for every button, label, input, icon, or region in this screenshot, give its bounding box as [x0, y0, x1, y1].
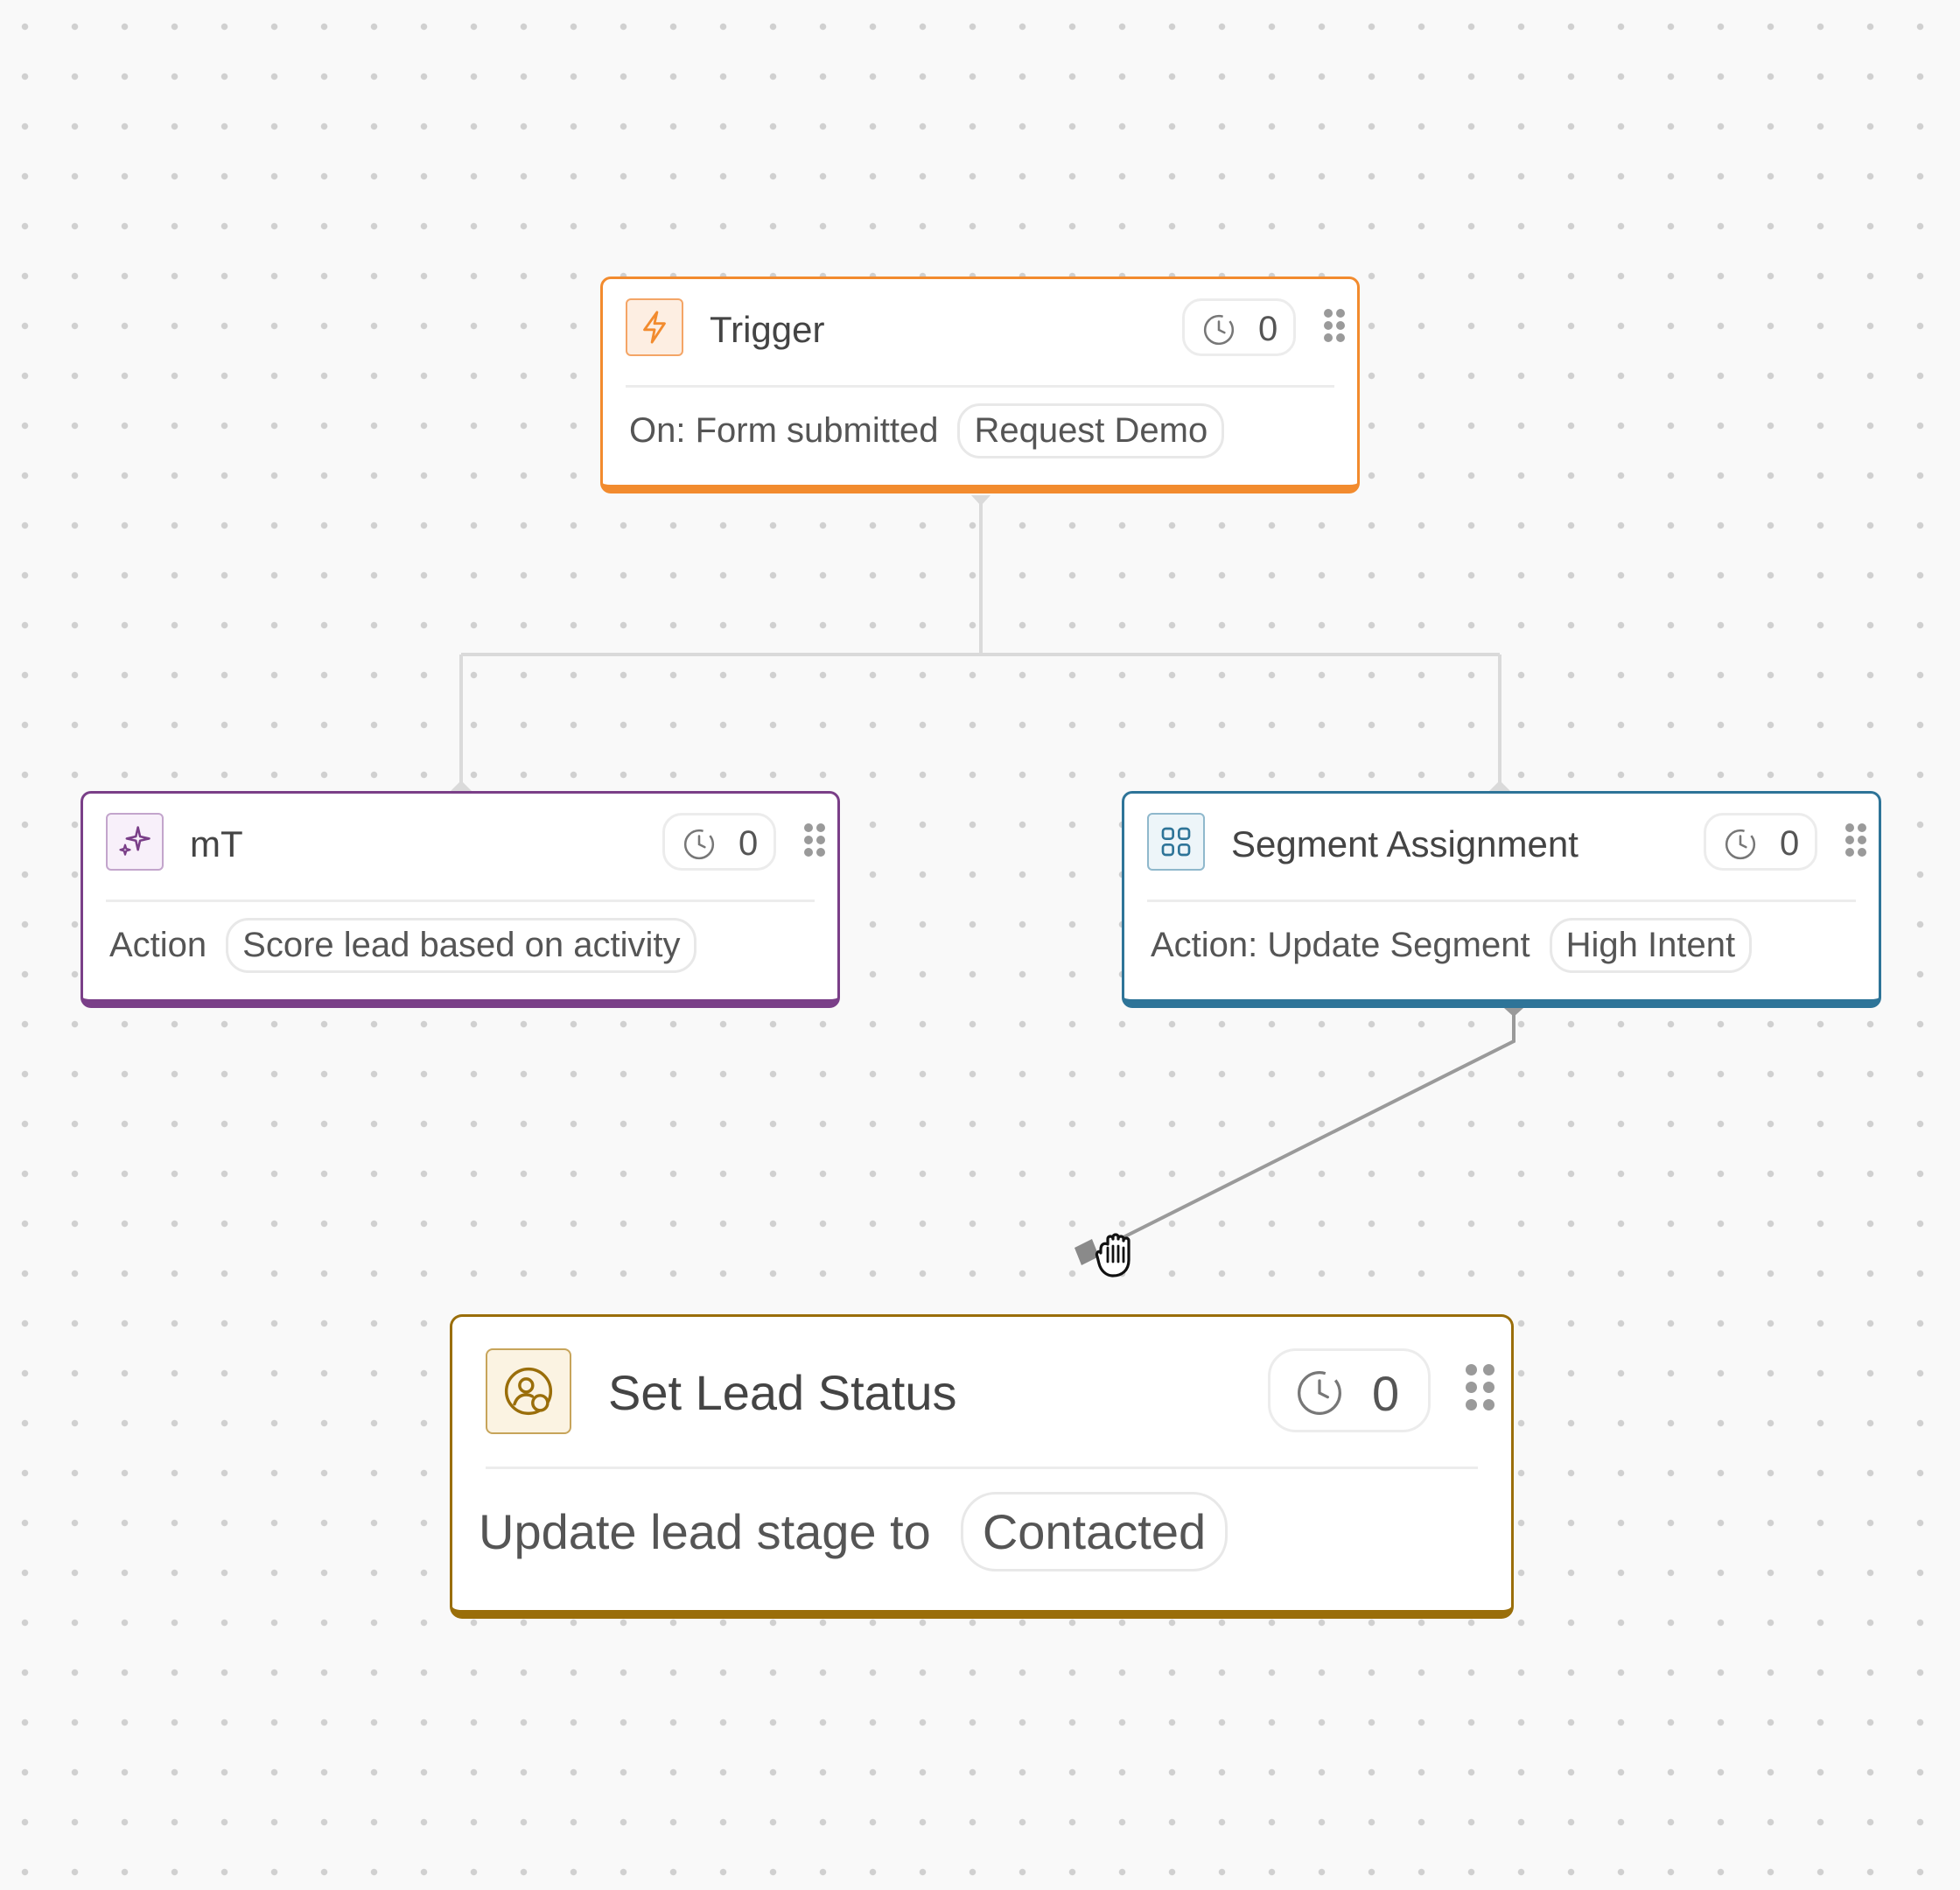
dragging-edge [1112, 1013, 1516, 1244]
value-pill[interactable]: Request Demo [957, 403, 1225, 458]
divider [1147, 900, 1856, 902]
grab-hand-cursor-icon [1095, 1233, 1130, 1278]
value-pill[interactable]: High Intent [1549, 918, 1753, 973]
mt-node[interactable]: mT 0 Action Score lead based on activity [80, 791, 840, 1008]
lightning-bolt-icon [626, 298, 683, 356]
clock-icon [1725, 829, 1756, 860]
segment-output-handle [1504, 1008, 1523, 1017]
divider [626, 385, 1334, 388]
drag-handle-icon[interactable] [1466, 1364, 1495, 1411]
divider [106, 900, 815, 902]
run-count: 0 [1372, 1366, 1400, 1421]
node-title: Set Lead Status [608, 1365, 957, 1420]
run-counter[interactable]: 0 [1704, 813, 1817, 871]
sparkles-icon [106, 813, 164, 871]
value-pill[interactable]: Contacted [960, 1492, 1228, 1572]
set-lead-status-node[interactable]: Set Lead Status 0 Update lead stage to Co… [450, 1314, 1514, 1619]
segment-grid-icon [1147, 813, 1205, 871]
clock-icon [1298, 1371, 1341, 1415]
drag-handle-icon[interactable] [804, 823, 825, 858]
trigger-node[interactable]: Trigger 0 On: Form submitted Request Demo [600, 276, 1360, 494]
mt-input-handle [451, 780, 472, 791]
segment-input-handle [1489, 780, 1510, 791]
node-label: Update lead stage to [479, 1504, 931, 1559]
trigger-output-handle [971, 495, 990, 506]
edge-trigger-to-branches [459, 495, 1502, 782]
run-counter[interactable]: 0 [1268, 1348, 1431, 1432]
drag-handle-icon[interactable] [1845, 823, 1866, 858]
node-label: Action: Update Segment [1151, 926, 1530, 964]
value-pill[interactable]: Score lead based on activity [226, 918, 697, 973]
run-counter[interactable]: 0 [1182, 298, 1296, 356]
node-label: On: Form submitted [629, 411, 939, 450]
node-label: Action [109, 926, 207, 964]
clock-icon [683, 829, 715, 860]
run-count: 0 [738, 824, 759, 863]
node-title: mT [190, 823, 243, 864]
node-title: Segment Assignment [1231, 823, 1578, 864]
segment-assignment-node[interactable]: Segment Assignment 0 Action: Update Segm… [1122, 791, 1881, 1008]
drag-handle-icon[interactable] [1324, 309, 1345, 344]
user-status-icon [486, 1348, 571, 1434]
run-count: 0 [1780, 824, 1800, 863]
run-counter[interactable]: 0 [662, 813, 776, 871]
node-title: Trigger [710, 309, 825, 350]
divider [486, 1466, 1478, 1469]
clock-icon [1203, 314, 1235, 346]
run-count: 0 [1258, 310, 1278, 348]
